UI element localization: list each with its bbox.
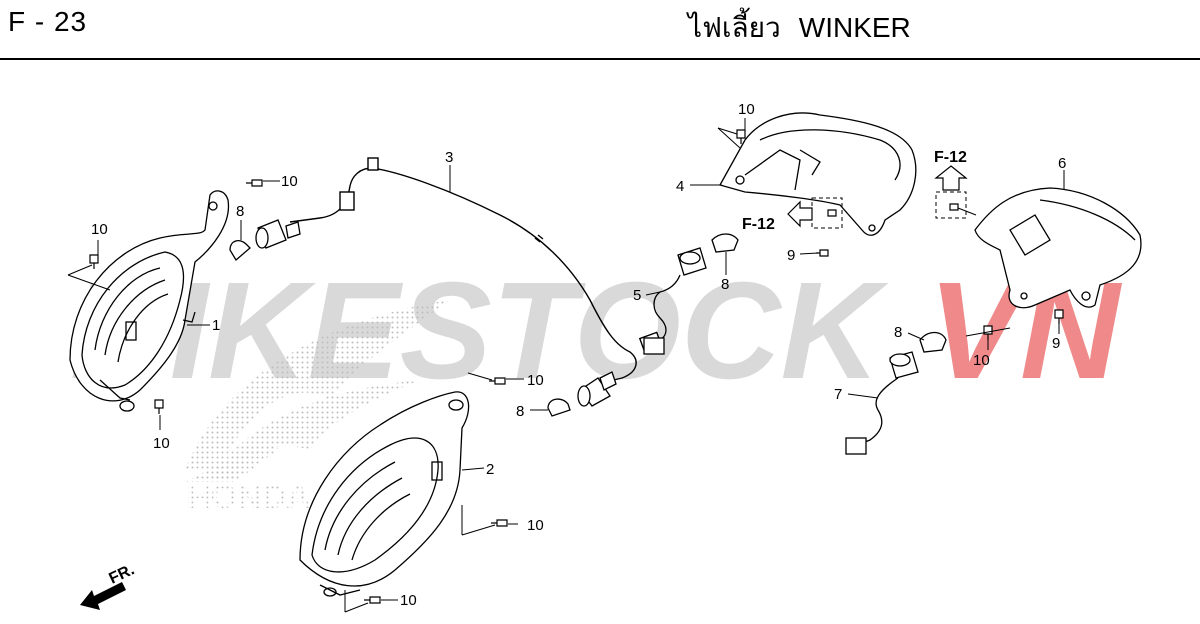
- bulb-socket-left-lower: [577, 371, 617, 407]
- page-code: F - 23: [8, 6, 88, 37]
- callout-numbers: 1 2 3 4 5 6 7 8 8 8 8 9 9 10 10 10 10 10…: [91, 101, 1066, 609]
- callout-8-a: 8: [236, 203, 244, 220]
- callout-9-b: 9: [1052, 335, 1060, 352]
- ref-label-right: F-12: [934, 149, 967, 166]
- callout-7: 7: [834, 386, 842, 403]
- callout-10-c: 10: [153, 435, 170, 452]
- callout-10-d: 10: [527, 372, 544, 389]
- callout-10-e: 10: [527, 517, 544, 534]
- page-title-english: WINKER: [798, 12, 911, 43]
- bulb-8-d: [919, 331, 947, 353]
- callout-10-a: 10: [281, 173, 298, 190]
- socket-harness-7: [845, 377, 899, 455]
- callout-6: 6: [1058, 155, 1066, 172]
- callout-10-b: 10: [91, 221, 108, 238]
- callout-9-a: 9: [787, 247, 795, 264]
- callout-8-b: 8: [721, 276, 729, 293]
- bulb-socket-left-upper: [255, 219, 301, 249]
- winker-rear-bracket-part: [719, 112, 917, 236]
- callout-3: 3: [445, 149, 453, 166]
- ref-arrow-up-icon: [934, 165, 968, 191]
- bulb-8-a: [229, 239, 251, 261]
- screw-group: [89, 129, 1064, 604]
- bulb-socket-7: [889, 351, 919, 379]
- bulb-8-c: [547, 398, 571, 417]
- ref-arrow-left-icon: [787, 200, 813, 228]
- brand-logo-text: HONDA: [186, 478, 311, 516]
- ref-label-left: F-12: [742, 216, 775, 233]
- callout-4: 4: [676, 178, 684, 195]
- leader-lines: [67, 118, 1065, 613]
- winker-rear-right-part: [974, 187, 1142, 309]
- header-divider: [0, 58, 1200, 60]
- front-direction-arrow-icon: FR.: [80, 561, 137, 610]
- socket-harness-5: [643, 291, 667, 355]
- front-direction-label: FR.: [107, 561, 138, 587]
- callout-10-h: 10: [973, 352, 990, 369]
- bulb-socket-5: [659, 247, 707, 293]
- callout-5: 5: [633, 287, 641, 304]
- page-title-thai: ไฟเลี้ยว: [688, 12, 781, 43]
- callout-8-d: 8: [894, 324, 902, 341]
- callout-10-f: 10: [400, 592, 417, 609]
- callout-2: 2: [486, 461, 494, 478]
- brand-logo: HONDA: [185, 300, 450, 516]
- bulb-8-b: [711, 233, 739, 253]
- callout-10-g: 10: [738, 101, 755, 118]
- callout-1: 1: [212, 317, 220, 334]
- winker-front-left-part: [69, 190, 230, 412]
- watermark-text-main: BIKESTOCK: [70, 254, 890, 408]
- page-title: ไฟเลี้ยว WINKER: [688, 6, 911, 50]
- winker-front-right-part: [299, 391, 470, 597]
- callout-8-c: 8: [516, 403, 524, 420]
